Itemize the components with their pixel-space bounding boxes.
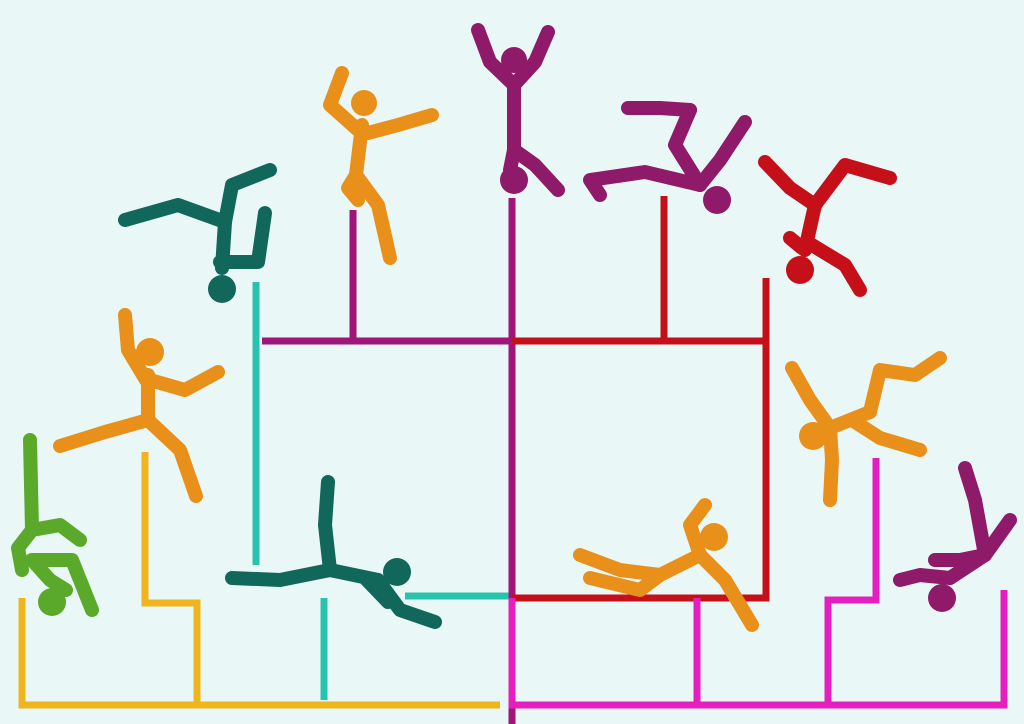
connector-lines (18, 196, 1008, 724)
figure-magenta-arms-up-center (471, 23, 565, 197)
figure-orange-reclining (573, 498, 759, 632)
figure-orange-tumbling-right (785, 351, 947, 507)
figure-dark-teal-sliding (225, 475, 442, 629)
figure-orange-waving-top (323, 66, 439, 265)
crimson-frame (512, 337, 770, 602)
bright-magenta-base (508, 590, 1008, 709)
yellow-step-connector (141, 452, 201, 705)
figure-magenta-falling-bottom-right (893, 461, 1017, 612)
figure-crimson-inverted-right (758, 155, 897, 297)
bright-magenta-step (824, 458, 880, 705)
figure-magenta-lying-right (583, 101, 752, 214)
yellow-connector (18, 598, 500, 709)
figure-green-handstand (11, 433, 99, 617)
figure-dark-teal-upside-down-left (118, 163, 277, 303)
figure-orange-leaping-left (53, 308, 225, 503)
head (351, 90, 377, 116)
